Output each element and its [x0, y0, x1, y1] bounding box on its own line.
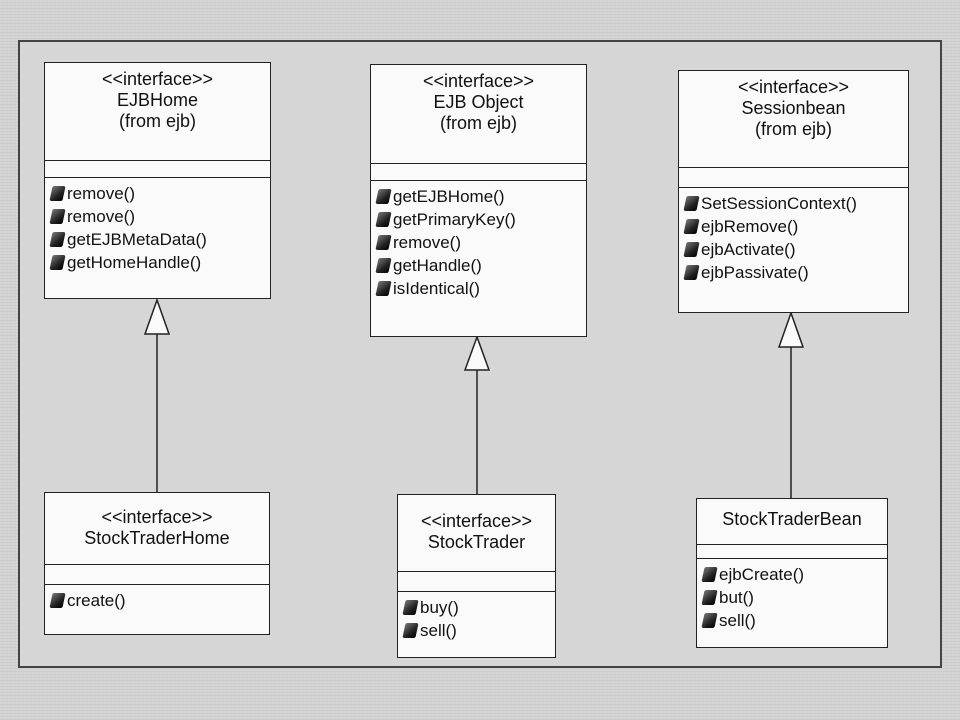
method-icon [375, 258, 392, 273]
method-icon [701, 613, 718, 628]
method-icon [683, 219, 700, 234]
class-name: StockTrader [427, 532, 526, 552]
package-label: (from ejb) [754, 119, 832, 139]
package-label: (from ejb) [439, 113, 517, 133]
method-icon [402, 600, 419, 615]
attributes-compartment [679, 168, 908, 188]
class-name: StockTraderHome [84, 528, 230, 548]
operation: getEJBHome() [375, 185, 580, 208]
method-icon [683, 242, 700, 257]
operation: getPrimaryKey() [375, 208, 580, 231]
operations-compartment: getEJBHome() getPrimaryKey() remove() ge… [371, 181, 586, 304]
operation: create() [49, 589, 263, 612]
operation: getEJBMetaData() [49, 228, 264, 251]
method-icon [375, 281, 392, 296]
operation: remove() [49, 205, 264, 228]
attributes-compartment [45, 565, 269, 585]
class-stocktraderhome: <<interface>> StockTraderHome create() [44, 492, 270, 635]
attributes-compartment [371, 164, 586, 181]
method-icon [49, 232, 66, 247]
class-name: StockTraderBean [722, 509, 862, 529]
operations-compartment: create() [45, 585, 269, 616]
package-label: (from ejb) [118, 111, 196, 131]
class-header: <<interface>> EJB Object (from ejb) [371, 65, 586, 164]
operation: isIdentical() [375, 277, 580, 300]
method-icon [402, 623, 419, 638]
operations-compartment: SetSessionContext() ejbRemove() ejbActiv… [679, 188, 908, 288]
method-icon [49, 593, 66, 608]
generalization-arrow-bean [777, 310, 805, 348]
class-name: EJB Object [433, 92, 524, 112]
operation: remove() [49, 182, 264, 205]
class-header: <<interface>> StockTrader [398, 495, 555, 572]
stereotype-label: <<interface>> [420, 511, 533, 531]
stereotype-label: <<interface>> [101, 507, 213, 527]
method-icon [49, 186, 66, 201]
operation: SetSessionContext() [683, 192, 902, 215]
operations-compartment: buy() sell() [398, 592, 555, 646]
class-name: Sessionbean [741, 98, 846, 118]
operation: ejbActivate() [683, 238, 902, 261]
method-icon [701, 567, 718, 582]
attributes-compartment [398, 572, 555, 592]
class-name: EJBHome [116, 90, 199, 110]
method-icon [375, 189, 392, 204]
stereotype-label: <<interface>> [422, 71, 535, 91]
operation: ejbPassivate() [683, 261, 902, 284]
attributes-compartment [697, 545, 887, 559]
operation: buy() [402, 596, 549, 619]
method-icon [375, 212, 392, 227]
class-header: StockTraderBean [697, 499, 887, 545]
stereotype-label: <<interface>> [737, 77, 850, 97]
operation: but() [701, 586, 881, 609]
operations-compartment: remove() remove() getEJBMetaData() getHo… [45, 178, 270, 278]
method-icon [701, 590, 718, 605]
operation: ejbRemove() [683, 215, 902, 238]
class-header: <<interface>> StockTraderHome [45, 493, 269, 565]
class-header: <<interface>> EJBHome (from ejb) [45, 63, 270, 161]
generalization-arrow-home [143, 297, 171, 335]
operation: sell() [701, 609, 881, 632]
method-icon [49, 209, 66, 224]
operations-compartment: ejbCreate() but() sell() [697, 559, 887, 636]
class-stocktraderbean: StockTraderBean ejbCreate() but() sell() [696, 498, 888, 648]
attributes-compartment [45, 161, 270, 178]
class-sessionbean: <<interface>> Sessionbean (from ejb) Set… [678, 70, 909, 313]
generalization-arrow-object [463, 334, 491, 371]
method-icon [683, 196, 700, 211]
class-ejb-object: <<interface>> EJB Object (from ejb) getE… [370, 64, 587, 337]
operation: ejbCreate() [701, 563, 881, 586]
stereotype-label: <<interface>> [101, 69, 214, 89]
operation: sell() [402, 619, 549, 642]
class-stocktrader: <<interface>> StockTrader buy() sell() [397, 494, 556, 658]
method-icon [683, 265, 700, 280]
operation: remove() [375, 231, 580, 254]
method-icon [375, 235, 392, 250]
class-header: <<interface>> Sessionbean (from ejb) [679, 71, 908, 168]
operation: getHandle() [375, 254, 580, 277]
class-ejbhome: <<interface>> EJBHome (from ejb) remove(… [44, 62, 271, 299]
method-icon [49, 255, 66, 270]
operation: getHomeHandle() [49, 251, 264, 274]
